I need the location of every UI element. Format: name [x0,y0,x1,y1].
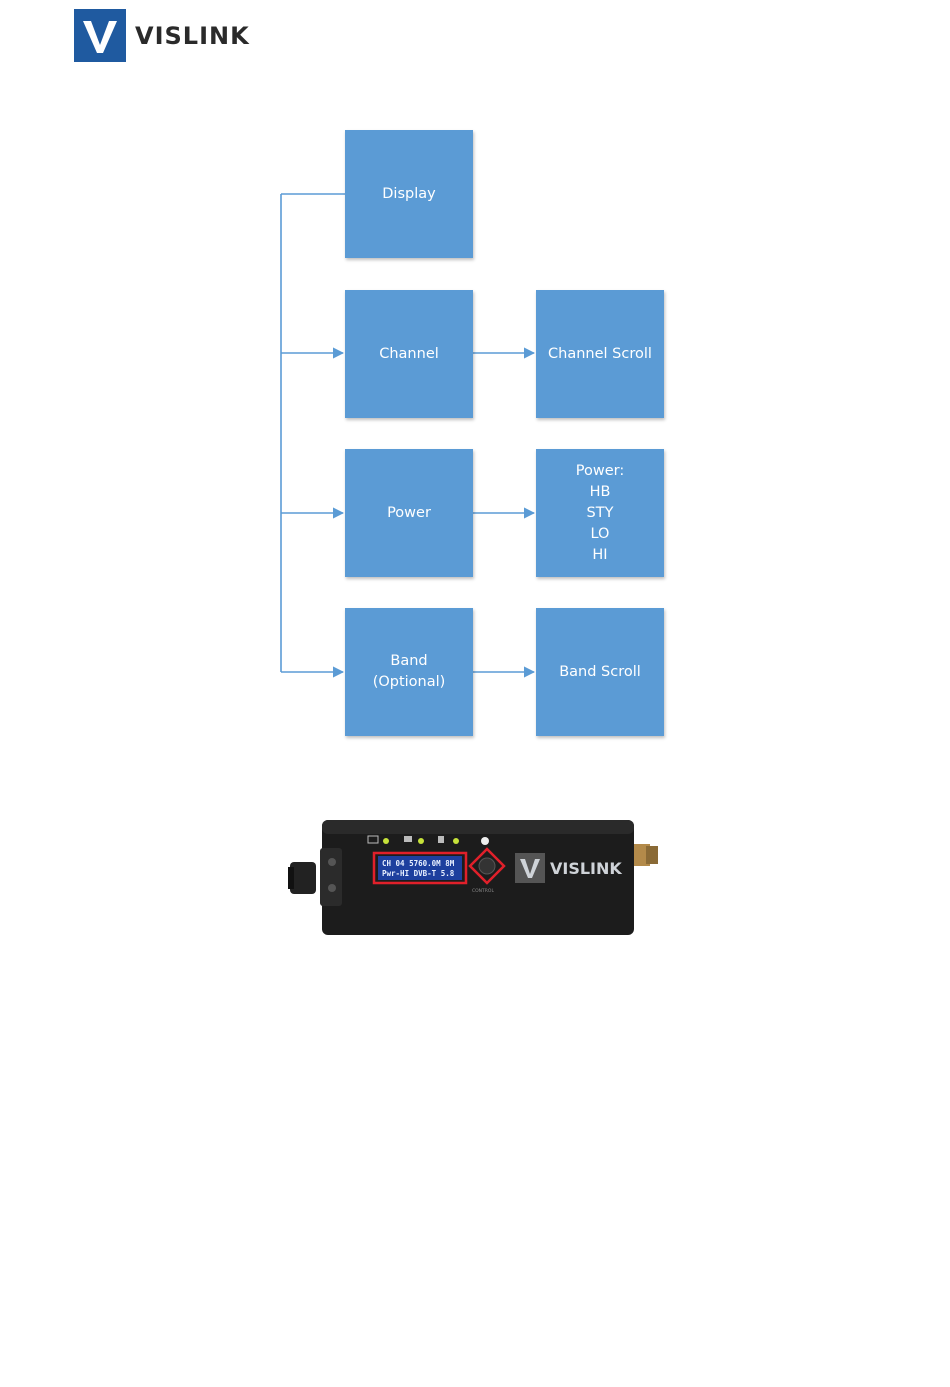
control-joystick [479,858,495,874]
node-label: STY [587,503,614,524]
device-brand: VISLINK [550,859,622,878]
mount-plate [320,848,342,906]
node-band-scroll: Band Scroll [536,608,664,736]
node-power: Power [345,449,473,577]
node-label: HI [592,545,607,566]
node-label: HB [590,482,611,503]
brand-mark-icon [515,853,545,883]
node-label: Channel Scroll [548,344,652,365]
control-label: CONTROL [472,888,494,894]
screen-line-1: CH 04 5760.0M 8M [382,859,455,868]
node-label: Band Scroll [559,662,641,683]
node-label: Power: [576,461,624,482]
node-label: LO [591,524,610,545]
node-label: Power [387,503,431,524]
node-label: (Optional) [373,672,446,693]
node-label: Channel [379,344,439,365]
node-label: Band [390,651,427,672]
led-1 [383,838,389,844]
node-power-options: Power: HB STY LO HI [536,449,664,577]
screen-line-2: Pwr-HI DVB-T 5.8 [382,869,455,878]
node-channel-scroll: Channel Scroll [536,290,664,418]
led-3 [453,838,459,844]
node-channel: Channel [345,290,473,418]
power-icon [481,837,489,845]
led-2 [418,838,424,844]
transmitter-device-image: CH 04 5760.0M 8M Pwr-HI DVB-T 5.8 CONTRO… [288,812,660,940]
node-band: Band (Optional) [345,608,473,736]
node-label: Display [382,184,435,205]
menu-flow-diagram: Display Channel Channel Scroll Power Pow… [0,0,950,760]
diagram-connectors [0,0,950,760]
node-display: Display [345,130,473,258]
